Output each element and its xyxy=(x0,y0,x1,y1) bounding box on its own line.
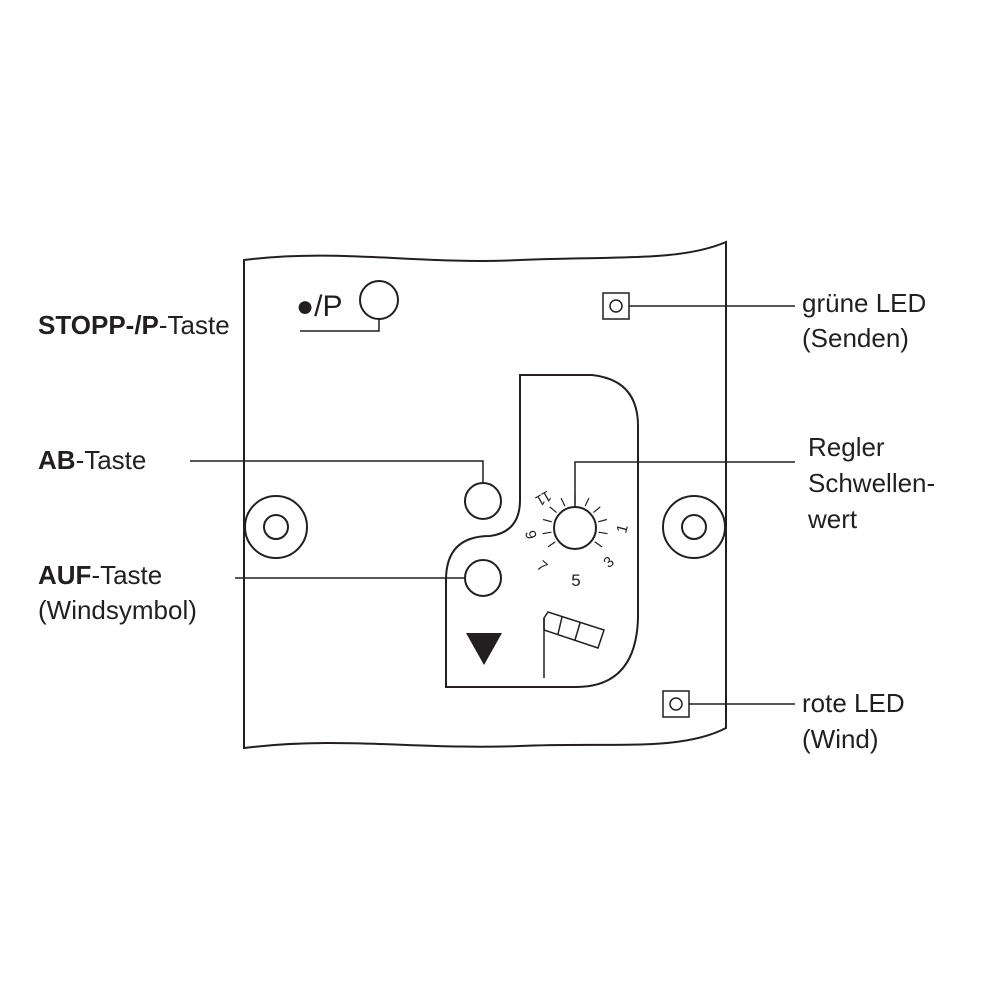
red-led-label: rote LED xyxy=(802,688,905,718)
dial-tick xyxy=(584,497,590,507)
right-mounting-screw xyxy=(662,495,726,559)
dial-tick xyxy=(549,506,557,514)
regler-label-line3: wert xyxy=(807,504,858,534)
dial-tick xyxy=(593,506,601,514)
down-button[interactable] xyxy=(464,482,502,520)
control-area-outline xyxy=(445,374,639,688)
dial-label-9: 9 xyxy=(521,529,540,541)
stop-leader-line xyxy=(300,319,380,332)
green-led-sublabel: (Senden) xyxy=(802,323,909,353)
windsock-icon xyxy=(543,611,605,678)
green-led xyxy=(602,292,630,320)
up-key-label: AUF-Taste xyxy=(38,560,162,590)
down-arrow-icon xyxy=(466,633,502,665)
dial-tick xyxy=(542,518,552,523)
dial-tick xyxy=(547,541,556,548)
device-panel-outline xyxy=(243,240,727,750)
left-mounting-screw xyxy=(244,495,308,559)
down-key-label: AB-Taste xyxy=(38,445,146,475)
red-led xyxy=(662,690,690,718)
dial-tick xyxy=(542,531,552,535)
dial-tick xyxy=(594,541,603,548)
dial-label-5: 5 xyxy=(571,571,580,590)
dial-tick-marks xyxy=(542,495,608,548)
red-led-sublabel: (Wind) xyxy=(802,724,879,754)
threshold-dial[interactable]: 1 3 5 7 9 11 xyxy=(521,487,632,590)
stop-p-button[interactable] xyxy=(359,280,399,320)
dial-label-1: 1 xyxy=(613,523,632,535)
dial-label-11: 11 xyxy=(532,487,554,510)
green-led-label: grüne LED xyxy=(802,288,926,318)
down-leader-line xyxy=(190,460,484,483)
stop-p-key-label: STOPP-/P-Taste xyxy=(38,310,230,340)
dial-label-3: 3 xyxy=(600,553,617,571)
up-button[interactable] xyxy=(464,559,502,597)
up-key-sublabel: (Windsymbol) xyxy=(38,595,197,625)
regler-label-line2: Schwellen- xyxy=(808,468,935,498)
dial-tick xyxy=(598,531,608,535)
regler-leader-line xyxy=(574,461,795,507)
stop-p-symbol: ●/P xyxy=(296,290,342,323)
regler-label: Regler xyxy=(808,432,885,462)
dial-tick xyxy=(560,497,566,507)
dial-label-7: 7 xyxy=(533,557,550,575)
dial-tick xyxy=(598,518,608,523)
